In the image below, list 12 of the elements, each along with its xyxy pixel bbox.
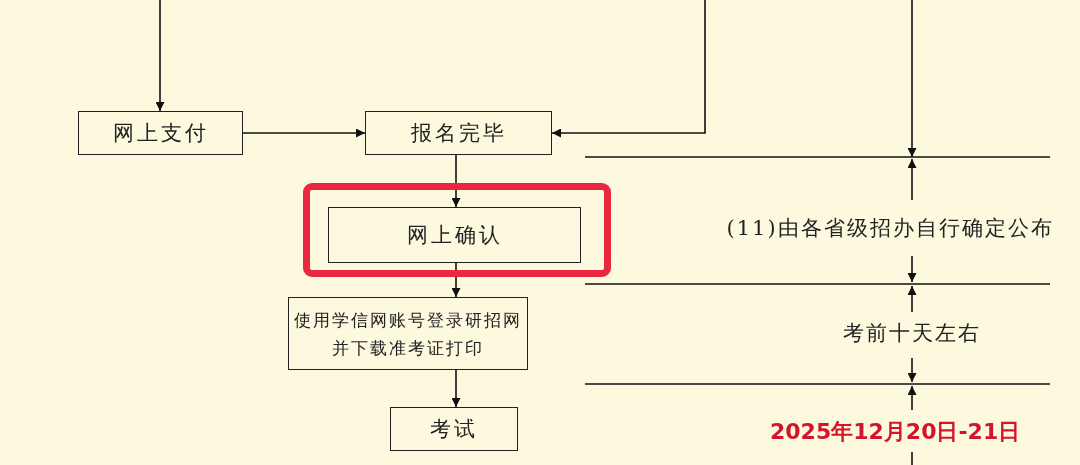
arrow: [155, 0, 165, 112]
process-box: 网上支付: [78, 111, 243, 155]
arrow: [242, 128, 366, 138]
arrow: [451, 154, 461, 208]
process-box: 网上确认: [328, 207, 581, 263]
arrow: [451, 262, 461, 298]
process-box: 考试: [390, 407, 518, 451]
highlight-box: [303, 183, 611, 277]
process-box: 使用学信网账号登录研招网并下载准考证打印: [288, 297, 528, 370]
arrow: [551, 0, 706, 138]
process-box: 报名完毕: [365, 111, 552, 155]
arrow: [451, 369, 461, 408]
